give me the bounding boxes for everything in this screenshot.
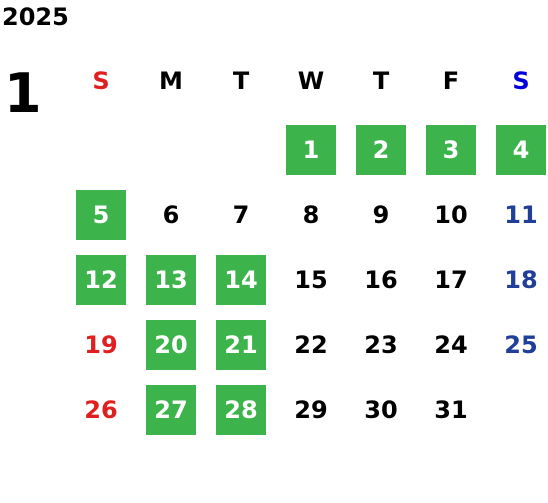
day-cell-3[interactable]: 3 (426, 125, 476, 175)
day-cell-29[interactable]: 29 (294, 396, 328, 424)
calendar-month: 1 (4, 62, 42, 125)
day-cell-13[interactable]: 13 (146, 255, 196, 305)
day-cell-5[interactable]: 5 (76, 190, 126, 240)
day-cell-24[interactable]: 24 (434, 331, 468, 359)
day-cell-8[interactable]: 8 (302, 201, 320, 229)
day-cell-6[interactable]: 6 (162, 201, 180, 229)
day-cell-10[interactable]: 10 (434, 201, 468, 229)
weekday-header-mon: M (159, 67, 183, 95)
day-cell-9[interactable]: 9 (372, 201, 390, 229)
day-cell-30[interactable]: 30 (364, 396, 398, 424)
day-cell-26[interactable]: 26 (84, 396, 118, 424)
day-cell-16[interactable]: 16 (364, 266, 398, 294)
day-cell-14[interactable]: 14 (216, 255, 266, 305)
weekday-header-thu: T (372, 67, 390, 95)
day-cell-31[interactable]: 31 (434, 396, 468, 424)
day-cell-27[interactable]: 27 (146, 385, 196, 435)
calendar-year: 2025 (2, 3, 69, 31)
day-cell-2[interactable]: 2 (356, 125, 406, 175)
weekday-header-wed: W (297, 67, 325, 95)
day-cell-22[interactable]: 22 (294, 331, 328, 359)
day-cell-20[interactable]: 20 (146, 320, 196, 370)
weekday-header-sun: S (92, 67, 110, 95)
weekday-header-tue: T (232, 67, 250, 95)
day-cell-7[interactable]: 7 (232, 201, 250, 229)
day-cell-17[interactable]: 17 (434, 266, 468, 294)
day-cell-21[interactable]: 21 (216, 320, 266, 370)
day-cell-11[interactable]: 11 (504, 201, 538, 229)
day-cell-1[interactable]: 1 (286, 125, 336, 175)
day-cell-28[interactable]: 28 (216, 385, 266, 435)
day-cell-12[interactable]: 12 (76, 255, 126, 305)
day-cell-15[interactable]: 15 (294, 266, 328, 294)
day-cell-23[interactable]: 23 (364, 331, 398, 359)
day-cell-19[interactable]: 19 (84, 331, 118, 359)
day-cell-18[interactable]: 18 (504, 266, 538, 294)
day-cell-4[interactable]: 4 (496, 125, 546, 175)
day-cell-25[interactable]: 25 (504, 331, 538, 359)
weekday-header-sat: S (512, 67, 530, 95)
weekday-header-fri: F (442, 67, 460, 95)
